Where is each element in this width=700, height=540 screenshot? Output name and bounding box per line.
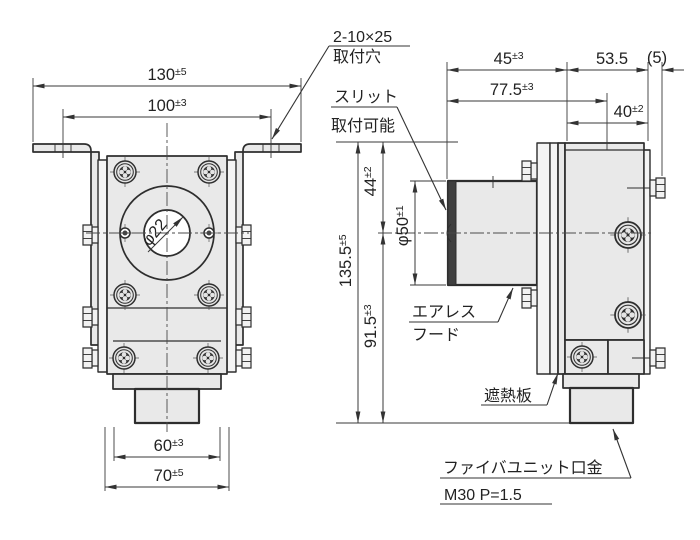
callout-heat-shield: 遮熱板 [481, 372, 559, 406]
slit-label-line2: 取付可能 [331, 117, 395, 135]
dim-bracket-width: 130 ±5 [147, 66, 186, 84]
dim-body-depth-label: 53.5 [596, 50, 628, 68]
dim-hood-depth-tol: ±3 [512, 50, 524, 62]
dim-body-width-tol: ±3 [172, 437, 184, 449]
dim-slit-depth-tol: ±3 [522, 81, 534, 93]
dim-bracket-width-tol: ±5 [175, 66, 187, 78]
dim-hood-depth: 45 ±3 [494, 50, 524, 68]
dim-total-height-tol: ±5 [337, 234, 349, 246]
dim-hole-pitch-tol: ±3 [175, 97, 187, 109]
dim-center-height: 44 ±2 [362, 166, 380, 196]
dim-top-depth-tol: ±2 [632, 103, 644, 115]
dim-bracket-width-value: 130 [147, 66, 175, 84]
dim-bolt-ref-label: (5) [647, 49, 667, 67]
callout-slit: スリット 取付可能 [331, 89, 447, 211]
callout-mounting-hole: 2-10×25 取付穴 [271, 29, 410, 140]
side-fiber-base [568, 386, 635, 425]
dim-base-width: 70 ±5 [154, 467, 184, 485]
hood-clamp-plates [536, 142, 566, 375]
dim-slit-depth-value: 77.5 [490, 81, 522, 99]
dim-center-height-value: 44 [362, 178, 380, 196]
dim-body-width: 60 ±3 [154, 437, 184, 455]
side-body [564, 142, 651, 375]
dim-lower-height-tol: ±3 [362, 304, 374, 316]
side-view: 45 ±3 53.5 (5) 77.5 ±3 40 ±2 135.5 ±5 44… [336, 49, 684, 425]
slit-label-line1: スリット [334, 89, 398, 106]
dim-hole-pitch: 100 ±3 [147, 97, 186, 115]
front-view: φ22 130 [32, 66, 302, 491]
dim-lower-height-value: 91.5 [362, 316, 380, 348]
dim-hood-dia-value: φ50 [394, 217, 412, 246]
dim-total-height: 135.5 ±5 [337, 234, 355, 287]
callout-fiber-unit: ファイバユニット口金 M30 P=1.5 [440, 428, 632, 505]
hood-label-line2: フード [412, 327, 460, 344]
dim-base-width-tol: ±5 [172, 467, 184, 479]
mounting-hole-label-line1: 2-10×25 [333, 29, 392, 46]
heat-shield-label: 遮熱板 [484, 387, 532, 405]
dim-body-width-value: 60 [154, 437, 172, 455]
dim-hood-dia-tol: ±1 [394, 205, 406, 217]
fiber-unit-label-line1: ファイバユニット口金 [443, 459, 603, 477]
callout-airless-hood: エアレス フード [409, 287, 514, 344]
fiber-unit-label-line2: M30 P=1.5 [444, 487, 522, 504]
dim-hood-depth-value: 45 [494, 50, 512, 68]
dim-center-height-tol: ±2 [362, 166, 374, 178]
hood-label-line1: エアレス [412, 304, 476, 321]
dim-lower-height: 91.5 ±3 [362, 304, 380, 348]
dim-top-depth-value: 40 [614, 103, 632, 121]
dim-base-width-value: 70 [154, 467, 172, 485]
side-bolts [521, 160, 666, 369]
mounting-hole-label-line2: 取付穴 [333, 48, 381, 66]
side-heat-shield-plate [562, 373, 640, 389]
dim-hole-pitch-value: 100 [147, 97, 175, 115]
dim-slit-depth: 77.5 ±3 [490, 81, 534, 99]
dim-top-depth: 40 ±2 [614, 103, 644, 121]
dim-total-height-value: 135.5 [337, 246, 355, 287]
dim-hood-dia: φ50 ±1 [394, 205, 412, 246]
